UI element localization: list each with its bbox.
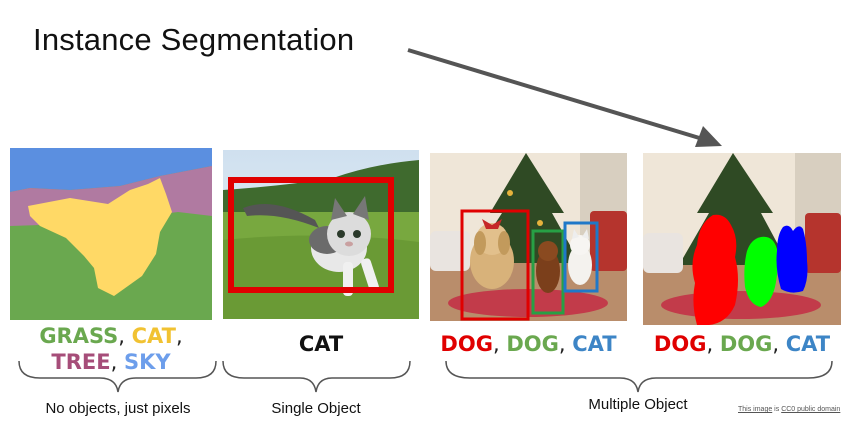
caption-single-object: Single Object: [271, 400, 361, 417]
label-separator: ,: [110, 350, 124, 374]
credit-this-image-link[interactable]: This image: [738, 406, 773, 413]
label-grass: GRASS: [39, 324, 119, 348]
caption-multiple-object: Multiple Object: [588, 396, 688, 413]
label-dog-2: DOG: [719, 332, 773, 356]
image-credit: This image is CC0 public domain: [738, 406, 840, 413]
object-detection-image: [430, 153, 627, 321]
classification-label: CAT: [223, 331, 419, 357]
label-separator: ,: [118, 324, 132, 348]
detection-labels: DOG, DOG, CAT: [430, 331, 627, 357]
label-separator: ,: [492, 332, 507, 356]
brace-multiple: [445, 360, 833, 393]
semantic-class-labels: GRASS, CAT, TREE, SKY: [39, 324, 183, 374]
instance-labels: DOG, DOG, CAT: [643, 331, 841, 357]
label-separator: ,: [558, 332, 573, 356]
label-dog-1: DOG: [653, 332, 707, 356]
label-cat: CAT: [298, 332, 344, 356]
classification-image: [223, 150, 419, 319]
label-separator: ,: [772, 332, 786, 356]
label-cat: CAT: [785, 332, 831, 356]
instance-segmentation-image: [643, 153, 841, 325]
label-cat: CAT: [572, 332, 617, 356]
label-sky: SKY: [123, 350, 171, 374]
credit-text: is: [772, 406, 782, 413]
semantic-segmentation-image: [10, 148, 212, 320]
credit-license-link[interactable]: CC0 public domain: [781, 406, 841, 413]
label-cat: CAT: [131, 324, 176, 348]
label-tree: TREE: [51, 350, 111, 374]
brace-classification: [222, 360, 411, 393]
label-dog-2: DOG: [506, 332, 559, 356]
label-separator: ,: [706, 332, 720, 356]
label-dog-1: DOG: [440, 332, 493, 356]
caption-no-objects: No objects, just pixels: [45, 400, 191, 417]
slide-title: Instance Segmentation: [33, 22, 355, 57]
brace-semantic: [18, 360, 217, 393]
